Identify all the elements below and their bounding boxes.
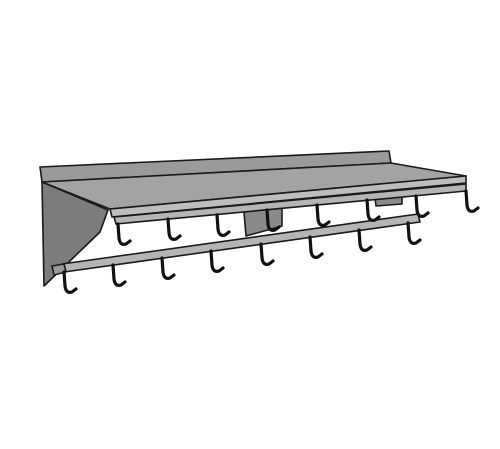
upper-hook [365,198,381,222]
upper-hook [464,189,480,213]
lower-hook [357,228,373,252]
lower-bar-hooks [62,221,422,294]
upper-hook [265,208,281,232]
upper-hook [215,213,231,237]
left-bracket [41,181,109,287]
center-bracket [243,207,283,237]
lower-hook [111,263,127,287]
upper-bar-hooks [116,189,480,246]
upper-hook [414,194,430,218]
lower-hook [406,221,422,245]
lower-hook [209,249,225,273]
upper-hook [166,217,182,241]
upper-hook [315,203,331,227]
shelf-front-edge [109,175,467,218]
lower-hook [160,256,176,280]
lower-hook [259,242,275,266]
upper-hook [116,222,132,246]
lower-hook [308,235,324,259]
lower-hook [62,270,78,294]
